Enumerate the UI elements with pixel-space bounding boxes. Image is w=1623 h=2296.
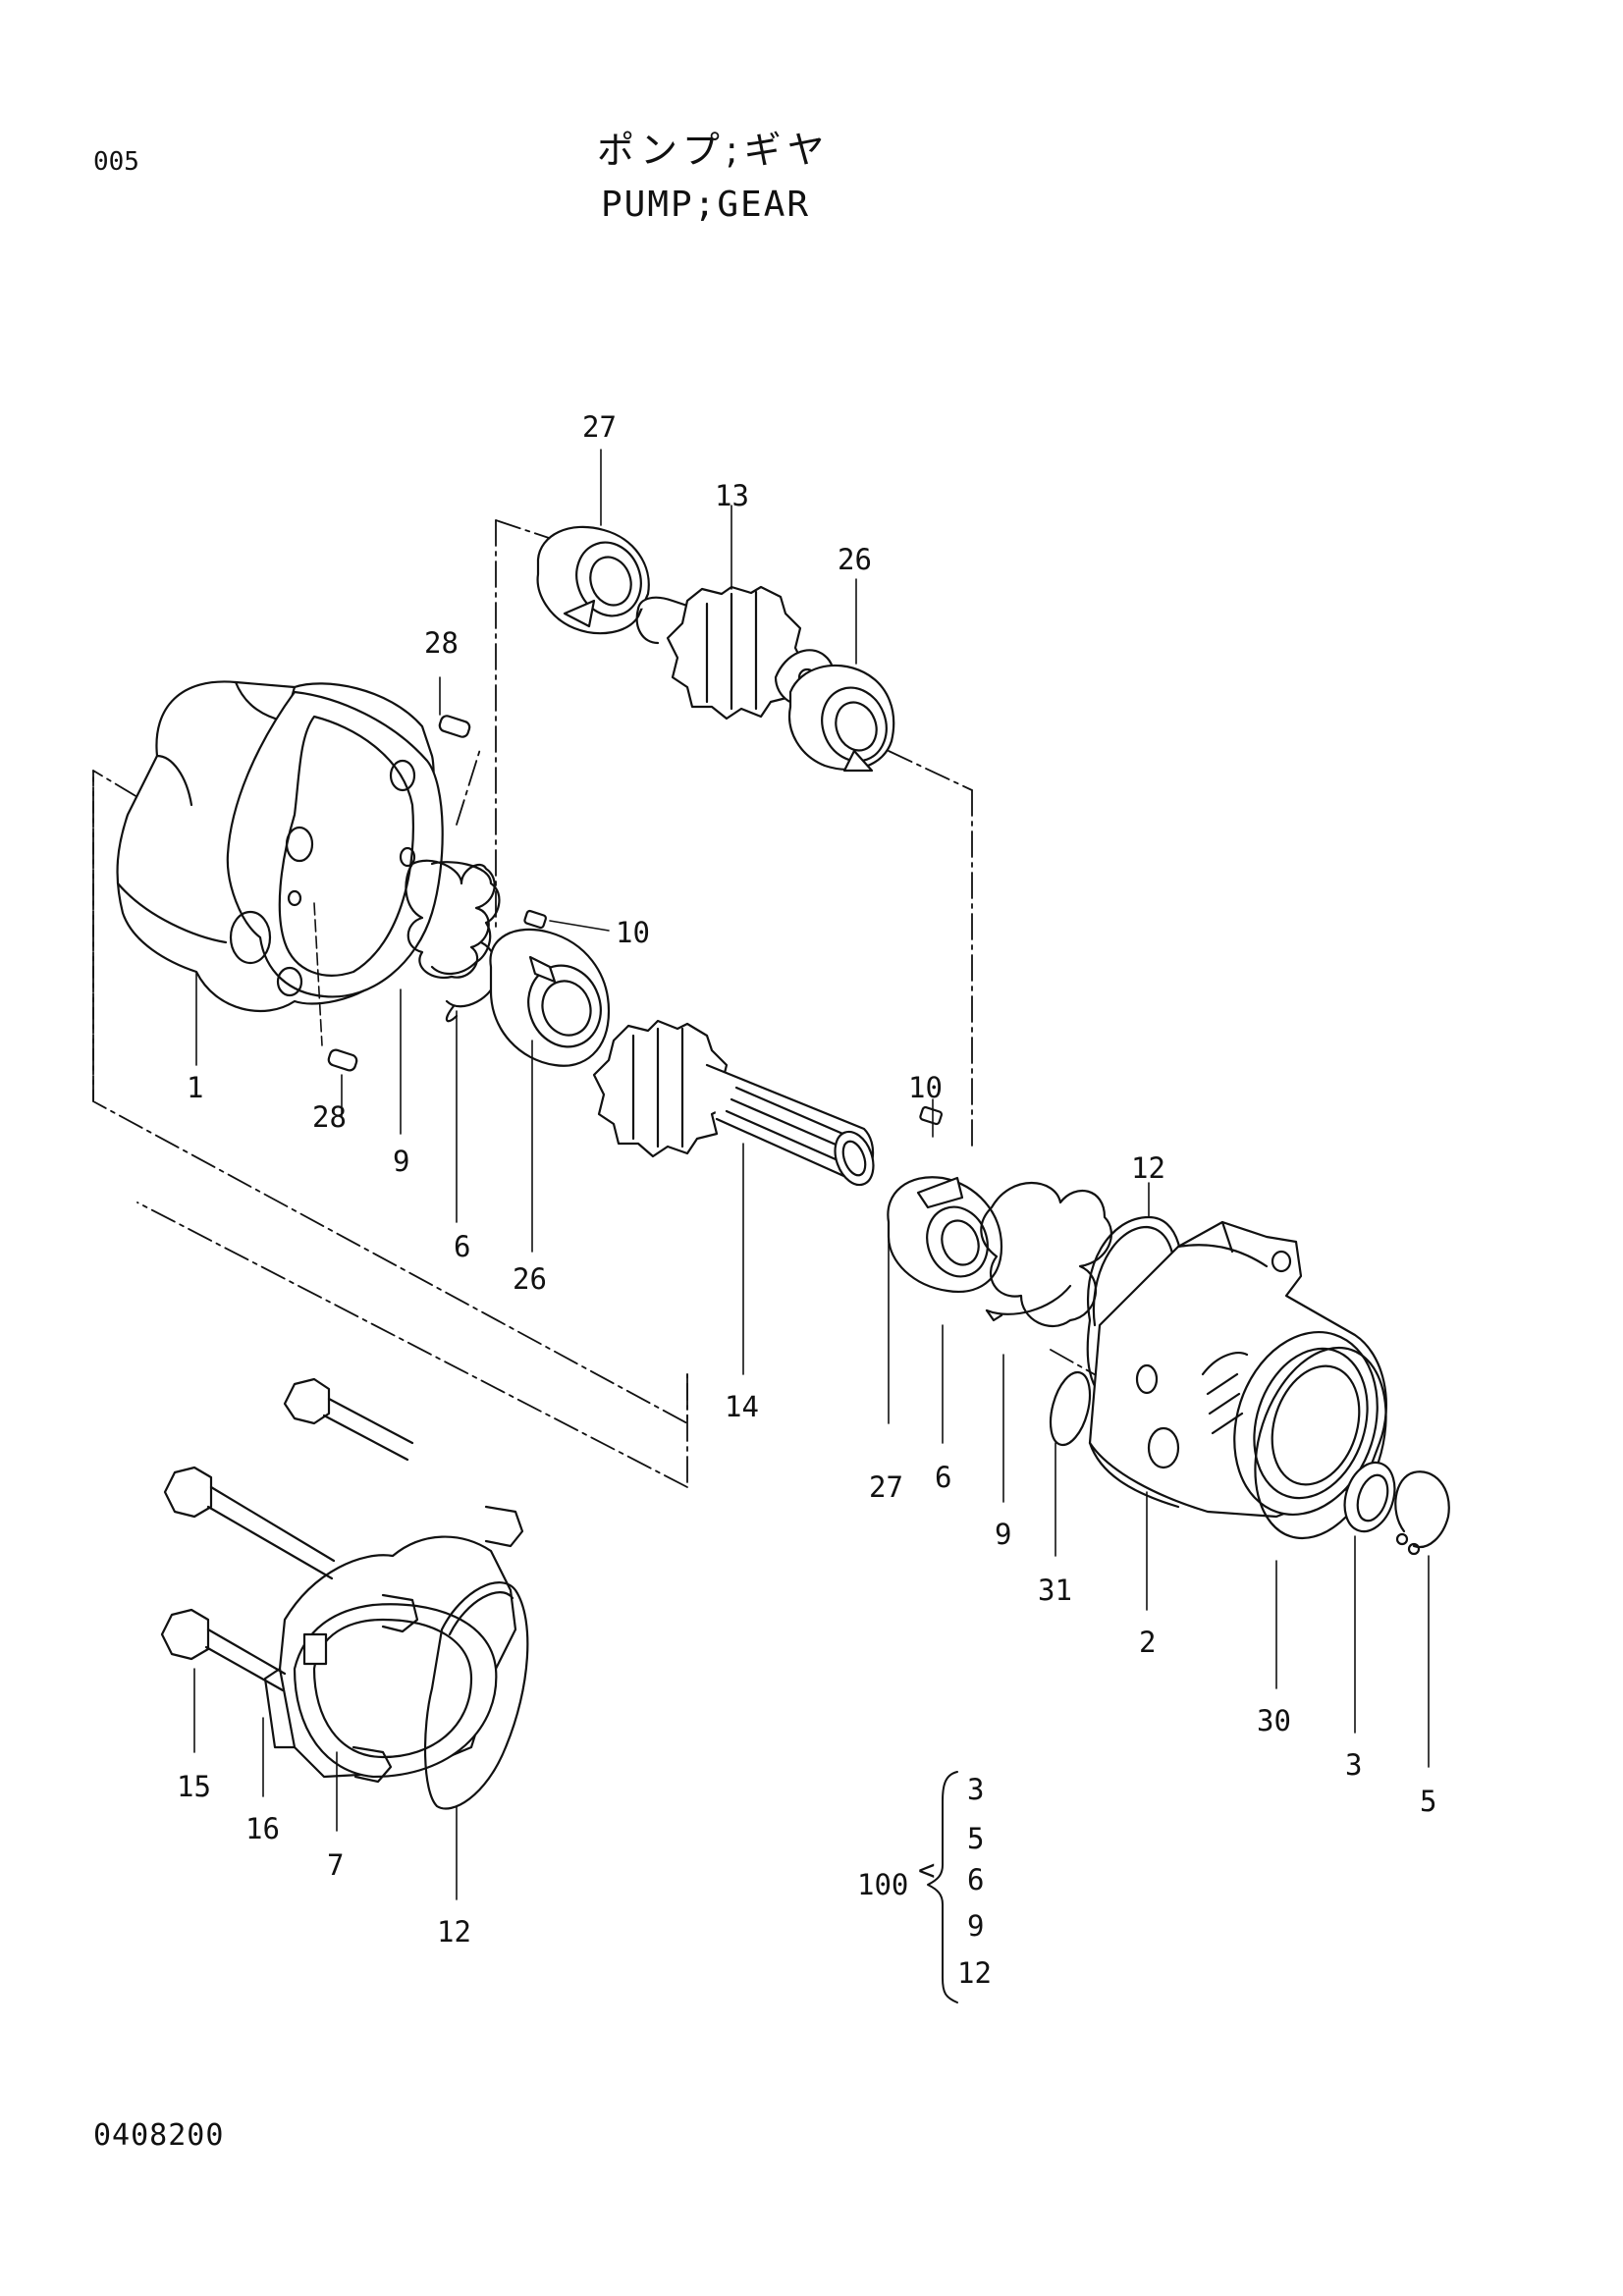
callout-15: 15 [177,1770,211,1803]
document-code: 0408200 [93,2118,225,2153]
callout-1: 1 [187,1071,203,1104]
callout-12-lower: 12 [437,1915,471,1949]
callout-16: 16 [245,1812,280,1845]
kit-number: 100 [857,1868,908,1901]
callout-9-right: 9 [995,1518,1011,1551]
o-ring-31 [1044,1368,1097,1450]
assembly-guide-lines [93,520,1129,1487]
bolt-16-top [285,1379,412,1460]
bushing-26-right [789,666,896,771]
bushing-27-upper [538,527,651,633]
kit-item: 3 [967,1773,984,1806]
kit-brace [928,1772,957,2002]
kit-item: 9 [967,1909,984,1943]
bolt-15 [162,1610,285,1690]
callout-9-left: 9 [393,1145,409,1178]
callout-2: 2 [1139,1626,1156,1659]
backup-ring-6-left [447,942,497,1021]
stud-thread-ends [353,1507,522,1782]
bolt-16-middle [165,1468,334,1578]
svg-text:<: < [918,1853,935,1887]
oil-seal-3 [1336,1456,1403,1537]
dowel-pin-28-lower [327,1048,358,1072]
gasket-9-left [406,861,499,978]
callout-7: 7 [327,1848,344,1882]
callout-12-upper: 12 [1131,1151,1165,1185]
title-english: PUMP;GEAR [601,185,811,225]
backup-ring-6-right [987,1286,1070,1320]
callout-13: 13 [715,479,749,512]
callout-3: 3 [1345,1748,1362,1782]
callout-28-upper: 28 [424,626,459,660]
title-japanese: ポンプ;ギヤ [597,129,831,172]
gasket-9-right [981,1183,1111,1326]
key-pin-10-right [920,1106,943,1125]
callout-27-upper: 27 [582,410,617,444]
callout-5: 5 [1420,1785,1436,1818]
kit-item: 6 [967,1863,984,1896]
snap-ring-5 [1395,1471,1448,1554]
rear-cover-7 [265,1537,515,1777]
callout-26-lower: 26 [513,1262,547,1296]
callout-10-left: 10 [616,916,650,949]
pump-body-housing [118,681,443,1011]
callout-labels: 27 13 26 28 10 1 28 9 6 26 14 10 12 27 6… [177,410,1436,1990]
page-number: 005 [93,147,139,177]
drive-gear-shaft-14 [594,1021,880,1190]
callout-30: 30 [1257,1704,1291,1737]
key-pin-10-left [524,910,547,929]
kit-item: 12 [957,1956,992,1990]
leader-lines [194,450,1429,1899]
callout-14: 14 [725,1390,759,1423]
callout-28-lower: 28 [312,1100,347,1134]
callout-31: 31 [1038,1574,1072,1607]
kit-item: 5 [967,1822,984,1855]
bushing-26-left [490,930,612,1066]
callout-26-upper: 26 [838,543,872,576]
bushing-27-lower [888,1177,1001,1292]
callout-27-lower: 27 [869,1470,903,1504]
dowel-pin-28-upper [438,715,470,738]
o-ring-12-lower [425,1582,527,1808]
callout-6-left: 6 [454,1230,470,1263]
callout-6-right: 6 [935,1461,951,1494]
callout-10-right: 10 [908,1071,943,1104]
front-cover-2 [1090,1222,1400,1533]
